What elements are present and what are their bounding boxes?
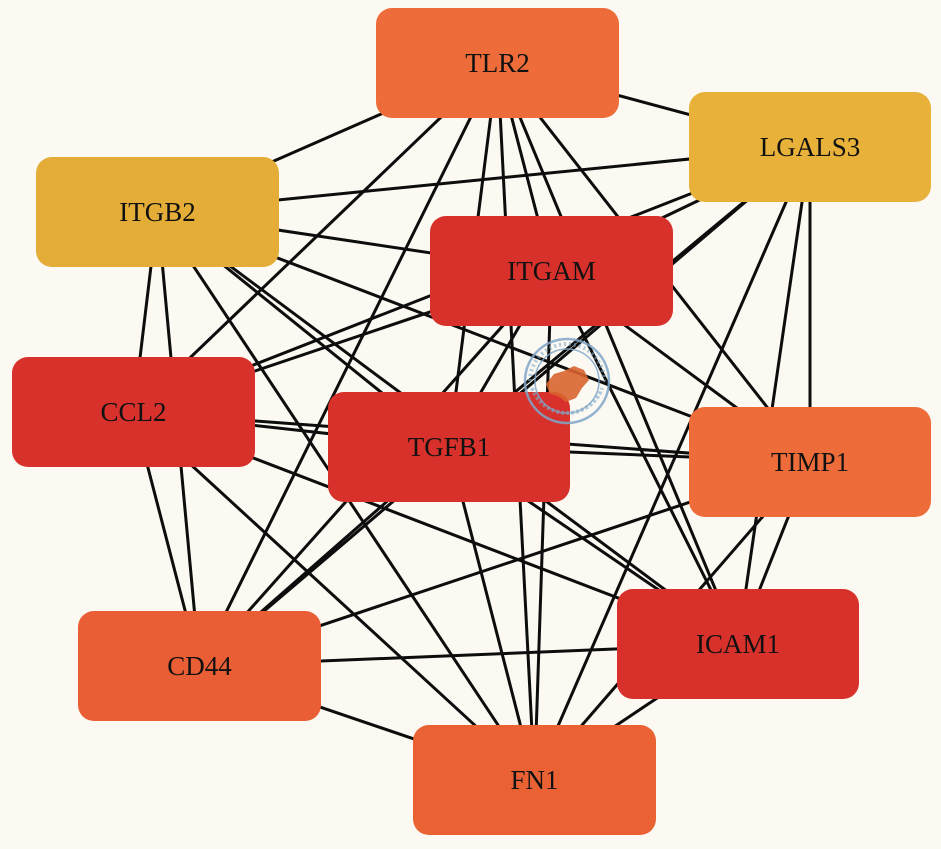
node-label: TLR2: [465, 47, 530, 78]
edge-itgam-fn1: [533, 270, 553, 781]
node-cd44: CD44: [78, 611, 321, 721]
node-timp1: TIMP1: [689, 407, 931, 517]
node-label: CD44: [167, 650, 232, 681]
edge-lgals3-fn1: [533, 146, 812, 781]
edge-tlr2-ccl2: [132, 61, 499, 414]
node-icam1: ICAM1: [617, 589, 859, 699]
node-lgals3: LGALS3: [689, 92, 931, 202]
node-tlr2: TLR2: [376, 8, 619, 118]
node-itgb2: ITGB2: [36, 157, 279, 267]
node-label: TIMP1: [770, 446, 849, 477]
association-seal-logo: [523, 337, 611, 425]
edge-tgfb1-fn1: [447, 446, 536, 781]
edge-tlr2-icam1: [496, 62, 740, 645]
node-label: ITGAM: [507, 255, 596, 286]
node-label: LGALS3: [759, 131, 861, 162]
node-label: ITGB2: [119, 196, 196, 227]
edge-lgals3-icam1: [736, 146, 812, 645]
node-ccl2: CCL2: [12, 357, 255, 467]
node-tgfb1: TGFB1: [328, 392, 570, 502]
node-label: CCL2: [100, 396, 167, 427]
node-label: TGFB1: [407, 431, 491, 462]
node-label: FN1: [510, 764, 559, 795]
node-fn1: FN1: [413, 725, 656, 835]
edge-ccl2-fn1: [132, 410, 536, 782]
node-itgam: ITGAM: [430, 216, 673, 326]
node-label: ICAM1: [695, 628, 780, 659]
